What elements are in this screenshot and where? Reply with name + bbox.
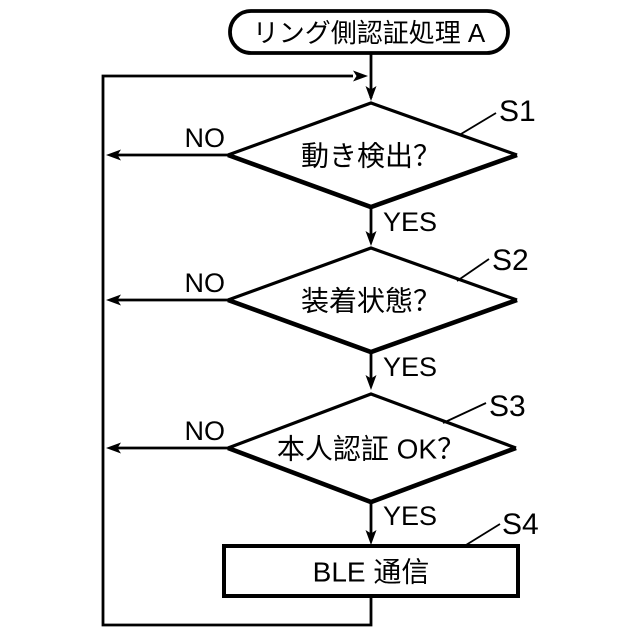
step-label-s1-leader xyxy=(460,112,497,135)
arrowhead-down-s2 xyxy=(365,231,377,246)
terminal-start-label: リング側認証処理 A xyxy=(253,18,486,48)
loop-back-line xyxy=(101,74,373,627)
step-label-s3-text: S3 xyxy=(489,390,526,423)
step-label-s2-leader xyxy=(456,258,490,282)
terminal-start: リング側認証処理 A xyxy=(228,9,510,55)
branch-yes-s1: YES xyxy=(365,207,437,246)
arrowhead-left-no-s3 xyxy=(106,442,121,454)
process-s4-shape xyxy=(222,544,520,598)
arrowhead-left-no-s2 xyxy=(106,294,121,306)
branch-no-s2: NO xyxy=(106,268,228,306)
terminal-start-shape xyxy=(228,9,510,55)
decision-s1-question: 動き検出？ xyxy=(301,141,441,172)
process-s4: BLE 通信 xyxy=(222,544,520,598)
branch-yes-s3-label: YES xyxy=(383,501,437,531)
arrowhead-left-no-s1 xyxy=(106,149,121,161)
process-s4-label: BLE 通信 xyxy=(313,557,430,588)
decision-s1: 動き検出？ xyxy=(227,101,518,210)
step-label-s4-leader xyxy=(465,523,501,546)
step-label-s1: S1 xyxy=(460,95,536,135)
arrowhead-down-s4 xyxy=(365,530,377,545)
step-label-s4-text: S4 xyxy=(502,508,539,541)
branch-yes-s2: YES xyxy=(365,352,437,390)
branch-no-s1-label: NO xyxy=(185,123,226,153)
step-label-s1-text: S1 xyxy=(499,95,536,128)
decision-s3: 本人認証 OK？ xyxy=(227,392,517,505)
step-label-s3: S3 xyxy=(442,390,526,424)
branch-no-s3-label: NO xyxy=(185,416,226,446)
decision-s3-top-edges xyxy=(227,392,517,450)
arrowhead-down-s1 xyxy=(365,86,377,101)
branch-yes-s2-label: YES xyxy=(383,352,437,382)
branch-no-s2-label: NO xyxy=(185,268,226,298)
branch-yes-s1-label: YES xyxy=(383,207,437,237)
branch-yes-s3: YES xyxy=(365,501,437,545)
loop-back-connector xyxy=(101,70,373,627)
decision-s3-question: 本人認証 OK？ xyxy=(277,434,465,465)
decision-s2-question: 装着状態？ xyxy=(301,286,441,317)
step-label-s3-leader xyxy=(442,402,487,424)
branch-no-s1: NO xyxy=(106,123,228,161)
step-label-s2: S2 xyxy=(456,244,529,282)
decision-s2: 装着状態？ xyxy=(227,246,518,355)
step-label-s2-text: S2 xyxy=(492,244,529,277)
arrowhead-right-merge xyxy=(353,70,368,82)
step-label-s4: S4 xyxy=(465,508,539,546)
decision-s2-top-edges xyxy=(227,246,518,302)
branch-no-s3: NO xyxy=(106,416,228,454)
connector-start-to-s1 xyxy=(365,53,377,101)
arrowhead-down-s3 xyxy=(365,375,377,390)
decision-s1-top-edges xyxy=(227,101,518,157)
